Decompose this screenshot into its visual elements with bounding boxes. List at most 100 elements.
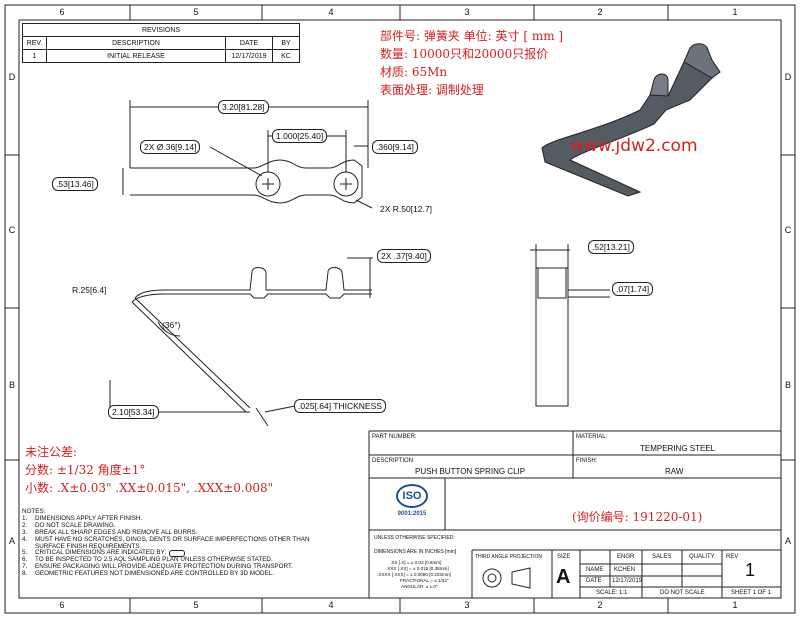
clip-3d-view [541,43,721,197]
note-item: 4.MUST HAVE NO SCRATCHES, DINGS, DENTS O… [22,535,310,543]
dim-width: .52[13.21] [588,240,634,254]
tol-line: .XX [.X] = ± 0.03 [0.8mm] [390,560,442,565]
dim-radius: 2X R.50[12.7] [380,204,432,214]
dim-overall-length: 3.20[81.28] [218,100,269,114]
size-value: A [556,566,571,588]
iso-standard: 9001:2015 [397,511,427,517]
zone-row-a-left: A [8,536,15,546]
rev-header-date: DATE [225,36,273,50]
zone-row-d-left: D [8,72,16,82]
watermark: www.jdw2.com [570,136,698,156]
rev-header-description: DESCRIPTION [46,36,226,50]
iso-globe-icon: ISO [396,484,428,508]
sheet-number: SHEET 1 OF 1 [731,590,771,596]
name-value: KCHEN [614,567,636,573]
zone-row-c-right: C [784,225,792,235]
date-value: 12/17/2019 [612,578,643,584]
rev-label: REV [726,554,739,560]
date-label: DATE [586,578,602,584]
dim-thickness: .025[.64] THICKNESS [294,399,386,413]
rev-header-rev: REV. [22,36,47,50]
iso-logo: ISO 9001:2015 [392,484,432,524]
dim-bend-radius: R.25[6.4] [72,285,107,295]
dim-end-length: .360[9.14] [372,140,418,154]
dim-hole-pitch: 1.000[25.40] [272,129,328,143]
sales-label: SALES [652,554,672,560]
part-number-label: PART NUMBER: [372,434,417,440]
note-item: 7.ENSURE PACKAGING WILL PROVIDE ADEQUATE… [22,563,293,571]
note-item: 5.CRITICAL DIMENSIONS ARE INDICATED BY: [22,549,310,558]
projection-label: THIRD ANGLE PROJECTION [475,554,542,560]
right-view-outline [530,244,610,407]
name-label: NAME [586,567,604,573]
zone-row-d-right: D [784,72,792,82]
zone-col-3-top: 3 [464,7,470,17]
revision-row: 1 INITIAL RELEASE 12/17/2019 KC [22,49,300,63]
note-item: 6.TO BE INSPECTED TO 2.5 AQL SAMPLING PL… [22,556,273,564]
rev-header-by: BY [272,36,300,50]
tolerance-title: 未注公差: [25,445,78,459]
zone-row-a-right: A [784,536,791,546]
description-label: DESCRIPTION: [372,458,415,464]
revisions-table: REVISIONS REV. DESCRIPTION DATE BY 1 INI… [22,23,300,63]
note-item: 1.DIMENSIONS APPLY AFTER FINISH. [22,514,143,522]
note-item: SURFACE FINISH REQUIREMENTS. [35,542,142,550]
rev-cell: INITIAL RELEASE [46,49,226,63]
do-not-scale: DO NOT SCALE [660,590,705,596]
size-label: SIZE [557,554,571,560]
tol-line: ANGULAR: ± 1.0° [401,584,438,589]
material-value: TEMPERING STEEL [640,444,716,453]
note-item: 3.BREAK ALL SHARP EDGES AND REMOVE ALL B… [22,528,198,536]
dim-bump-height: 2X .37[9.40] [377,249,431,263]
finish-label: FINISH: [576,458,598,464]
general-notes: NOTES: 1.DIMENSIONS APPLY AFTER FINISH. … [22,508,310,578]
zone-col-2-top: 2 [597,7,603,17]
top-view-outline [122,100,373,209]
spec-part-unit: 部件号: 弹簧夹 单位: 英寸 [ mm ] [380,29,564,43]
tolerance-fraction-angle: 分数: ±1/32 角度±1° [25,463,146,477]
material-label: MATERIAL: [576,434,608,440]
spec-material: 材质: 65Mn [380,65,448,79]
spec-quantity: 数量: 10000只和20000只报价 [380,47,549,61]
tol-line: .XXXX [.XXX] = ± 0.0080 [0.203mm] [377,572,451,577]
note-item: 8.GEOMETRIC FEATURES NOT DIMENSIONED ARE… [22,570,274,578]
dim-height: .53[13.46] [52,177,98,191]
zone-col-3-bottom: 3 [464,600,470,610]
rev-cell: 1 [22,49,47,63]
zone-col-2-bottom: 2 [597,600,603,610]
inquiry-number: (询价编号: 191220-01) [572,510,703,524]
dim-leg-length: 2.10[53.34] [108,405,159,419]
zone-col-6-top: 6 [59,7,65,17]
rev-cell: 12/17/2019 [225,49,273,63]
zone-row-b-left: B [8,380,15,390]
zone-col-6-bottom: 6 [59,600,65,610]
tol-line: .XXX [.XX] = ± 0.015 [0.38mm] [386,566,449,571]
tolerance-decimal: 小数: .X±0.03" .XX±0.015", .XXX±0.008" [25,481,274,495]
note-item: 2.DO NOT SCALE DRAWING. [22,521,116,529]
scale-value: SCALE: 1:1 [596,590,628,596]
tol-line: FRACTIONAL = ± 1/32" [400,578,449,583]
zone-col-5-bottom: 5 [193,600,199,610]
zone-col-5-top: 5 [193,7,199,17]
zone-col-4-top: 4 [328,7,334,17]
finish-value: RAW [665,467,684,476]
revisions-title: REVISIONS [22,23,300,37]
zone-row-b-right: B [784,380,791,390]
critical-dimension-symbol [169,550,186,558]
dims-in-inches: DIMENSIONS ARE IN INCHES [mm] [374,549,457,555]
zone-col-1-top: 1 [732,7,738,17]
quality-label: QUALITY [689,554,715,560]
unless-specified: UNLESS OTHERWISE SPECIFIED: [374,535,455,541]
dim-angle: (36°) [162,320,181,330]
rev-value: 1 [745,560,756,580]
dim-hole-diameter: 2X Ø.36[9.14] [140,140,201,154]
rev-cell: KC [272,49,300,63]
zone-col-1-bottom: 1 [732,600,738,610]
dim-depth: .07[1.74] [612,282,654,296]
notes-title: NOTES: [22,508,46,515]
zone-row-c-left: C [8,225,16,235]
zone-col-4-bottom: 4 [328,600,334,610]
spec-surface: 表面处理: 调制处理 [380,83,484,97]
description-value: PUSH BUTTON SPRING CLIP [415,467,526,476]
